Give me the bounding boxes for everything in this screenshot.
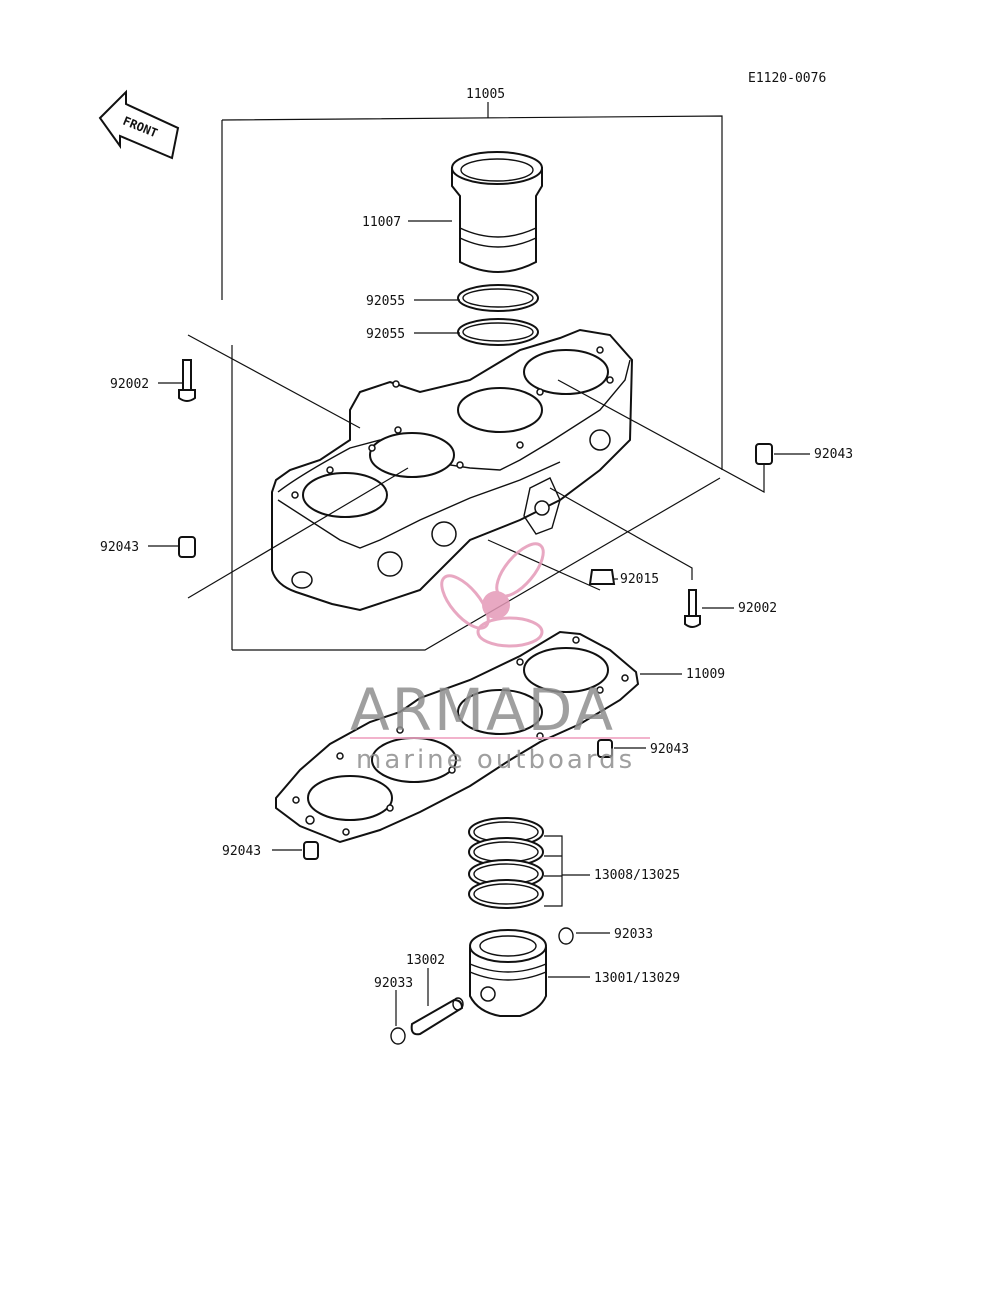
dowel-92043-gasket-right xyxy=(597,739,613,758)
o-rings-92055 xyxy=(457,284,539,346)
part-label-11005: 11005 xyxy=(466,87,505,102)
part-label-92015: 92015 xyxy=(620,572,659,587)
part-label-92043-gasket-left: 92043 xyxy=(222,844,261,859)
drawing-code: E1120-0076 xyxy=(748,71,826,86)
part-label-13002: 13002 xyxy=(406,953,445,968)
part-label-92043-left: 92043 xyxy=(100,540,139,555)
part-label-92043-gasket-right: 92043 xyxy=(650,742,689,757)
part-label-92033-left: 92033 xyxy=(374,976,413,991)
bolt-92002-right xyxy=(684,589,701,628)
watermark: ARMADA marine outboards xyxy=(350,542,650,775)
part-label-92055-upper: 92055 xyxy=(366,294,405,309)
assembly-bracket-11005 xyxy=(221,102,723,651)
dowel-92043-right xyxy=(755,443,773,465)
circlip-92033-right xyxy=(558,927,574,945)
cylinder-block xyxy=(271,328,634,612)
front-arrow-icon: FRONT xyxy=(98,89,180,160)
cylinder-sleeve-11007 xyxy=(451,151,543,273)
part-label-92043-right: 92043 xyxy=(814,447,853,462)
piston-rings-13008-13025 xyxy=(468,817,563,909)
part-label-92055-lower: 92055 xyxy=(366,327,405,342)
plug-92015 xyxy=(588,569,616,585)
part-label-92002-right: 92002 xyxy=(738,601,777,616)
part-label-92033-right: 92033 xyxy=(614,927,653,942)
part-label-11007: 11007 xyxy=(362,215,401,230)
part-label-13008-13025: 13008/13025 xyxy=(594,868,680,883)
piston-pin-13002 xyxy=(410,997,464,1036)
part-label-13001-13029: 13001/13029 xyxy=(594,971,680,986)
circlip-92033-left xyxy=(390,1027,406,1045)
part-label-92002-left: 92002 xyxy=(110,377,149,392)
dowel-92043-left xyxy=(178,536,196,558)
watermark-brand: ARMADA xyxy=(350,676,615,744)
watermark-tagline: marine outboards xyxy=(356,745,635,775)
piston-13001-13029 xyxy=(469,929,547,1017)
dowel-92043-gasket-left xyxy=(303,841,319,860)
bolt-92002-left xyxy=(178,359,196,402)
propeller-logo-icon xyxy=(440,542,545,648)
part-label-11009: 11009 xyxy=(686,667,725,682)
